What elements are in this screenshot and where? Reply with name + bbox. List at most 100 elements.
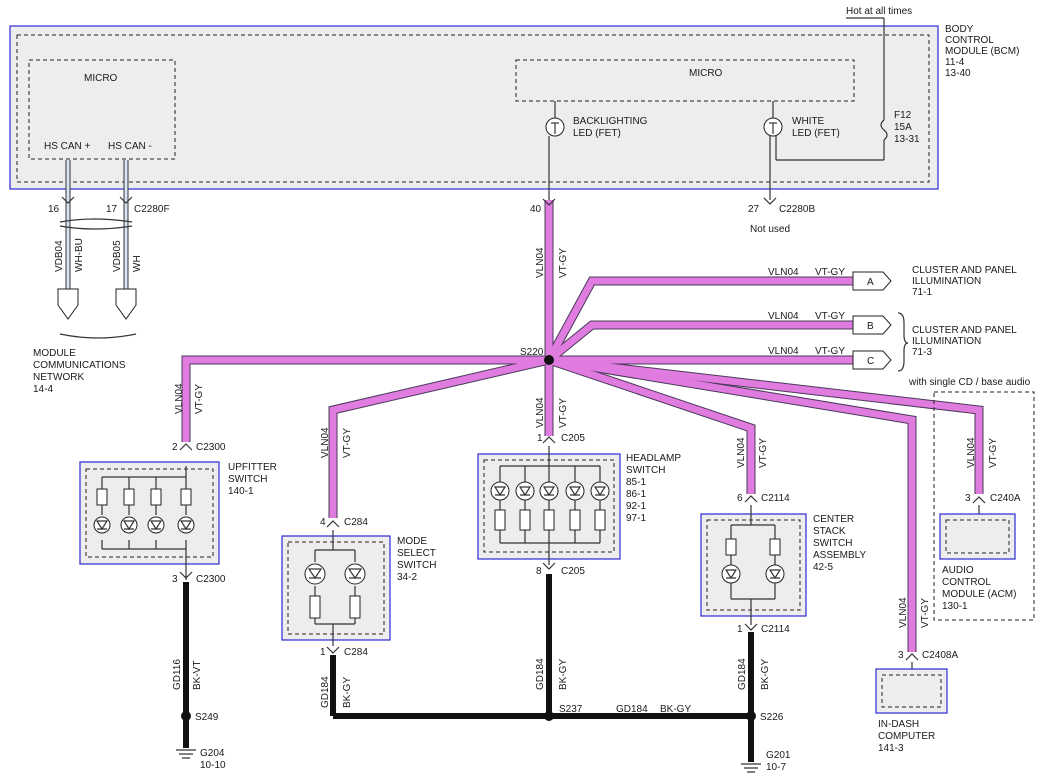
pin-27: 27 (748, 204, 760, 215)
bcm-name-4: 11-4 (945, 57, 965, 68)
headlamp-pin-top: 1 (537, 433, 543, 444)
upfitter-wire-color: VT-GY (194, 384, 205, 414)
connector-c2280f: C2280F (134, 204, 170, 215)
center-conn-bot: C2114 (761, 624, 790, 635)
audio-control-module: 3 C240A AUDIO CONTROL MODULE (ACM) 130-1 (939, 493, 1021, 612)
headlamp-ground-wire-label: GD184 (535, 658, 546, 690)
wire-wh-bu: WH-BU (74, 238, 85, 272)
headlamp-resistor-5-icon (594, 509, 606, 531)
upfitter-led-4-icon (177, 516, 195, 534)
mode-conn-top: C284 (344, 517, 368, 528)
headlamp-wire-color: VT-GY (558, 398, 569, 428)
mode-led-1-icon (304, 563, 326, 585)
mode-ground-wire-label: GD184 (320, 676, 331, 708)
pin-17: 17 (106, 204, 118, 215)
center-vt-wire (547, 356, 755, 494)
center-name-1: CENTER (813, 514, 854, 525)
cluster-2-name-1: CLUSTER AND PANEL (912, 325, 1017, 336)
mode-conn-bot: C284 (344, 647, 368, 658)
bcm-box (9, 25, 939, 190)
mode-pin-top: 4 (320, 517, 326, 528)
output-a-wire (545, 277, 853, 362)
acm-wire-color: VT-GY (988, 438, 999, 468)
bcm-name-1: BODY (945, 24, 974, 35)
upfitter-box (79, 461, 220, 565)
mode-wire-circuit: VLN04 (320, 427, 331, 458)
network-name-3: NETWORK (33, 372, 84, 383)
center-wiring (730, 505, 776, 625)
output-bc-brace-icon (897, 312, 909, 372)
micro-right-box (515, 59, 855, 102)
mode-top-chevron (326, 520, 340, 528)
output-a-letter: A (867, 277, 874, 288)
indash-name-2: COMPUTER (878, 731, 935, 742)
output-b-letter: B (867, 321, 874, 332)
mode-resistor-1-icon (309, 595, 321, 619)
hs-can-minus-label: HS CAN - (108, 141, 152, 152)
fuse-icon (880, 119, 888, 141)
headlamp-wiring (499, 446, 601, 565)
ground-g201-ref: 10-7 (766, 762, 786, 773)
output-b: VLN04 VT-GY B (768, 311, 892, 335)
mode-box (281, 535, 391, 641)
center-resistor-2-icon (769, 538, 781, 556)
can-plus-terminal-icon (57, 288, 79, 320)
headlamp-wire-circuit: VLN04 (535, 397, 546, 428)
center-top-chevron (744, 495, 758, 503)
center-pin-top: 6 (737, 493, 743, 504)
center-name-5: 42-5 (813, 562, 833, 573)
upfitter-bottom-chevron (179, 571, 193, 579)
upfitter-resistor-2-icon (123, 488, 135, 506)
wire-vdb05: VDB05 (112, 240, 123, 272)
mode-name-2: SELECT (397, 548, 436, 559)
backlighting-label: BACKLIGHTING (573, 116, 648, 127)
headlamp-conn-bot: C205 (561, 566, 585, 577)
output-a-color: VT-GY (815, 267, 845, 278)
acm-chevron (972, 496, 986, 504)
connector-27-chevron (763, 197, 777, 205)
mode-vt-wire (329, 356, 550, 518)
headlamp-led-5-icon (590, 481, 610, 501)
ground-g201-icon (741, 763, 761, 773)
can-bus: 16 17 C2280F VDB04 WH-BU VDB05 WH MODULE… (33, 160, 170, 395)
network-brace-icon (59, 333, 137, 339)
upfitter-name-2: SWITCH (228, 474, 267, 485)
headlamp-ref-4: 97-1 (626, 513, 646, 524)
upfitter-bus-bottom (101, 540, 187, 580)
output-b-wire-outline (546, 320, 853, 364)
white-led-sub: LED (FET) (792, 128, 840, 139)
upfitter-bus-top (101, 466, 187, 489)
pin-40: 40 (530, 204, 542, 215)
backlighting-sub: LED (FET) (573, 128, 621, 139)
headlamp-resistor-3-icon (543, 509, 555, 531)
connector-16-chevron (61, 196, 75, 204)
center-pin-bot: 1 (737, 624, 743, 635)
indash-dashed (881, 674, 942, 708)
main-wire-color: VT-GY (558, 248, 569, 278)
hot-label: Hot at all times (846, 6, 912, 17)
headlamp-led-4-icon (565, 481, 585, 501)
can-minus-terminal-icon (115, 288, 137, 320)
acm-name-2: CONTROL (942, 577, 991, 588)
upfitter-ground-wire-label: GD116 (172, 659, 183, 690)
center-stack-switch: 6 C2114 CENTER STACK SWITCH ASSEMBLY 42-… (700, 493, 866, 635)
headlamp-name-1: HEADLAMP (626, 453, 681, 464)
splice-s237-label: S237 (559, 704, 583, 715)
upfitter-conn-top: C2300 (196, 442, 226, 453)
mode-wiring (314, 530, 356, 646)
network-name-4: 14-4 (33, 384, 53, 395)
headlamp-resistor-1-icon (494, 509, 506, 531)
fuse-name: F12 (894, 110, 912, 121)
mode-name-3: SWITCH (397, 560, 436, 571)
cluster-1-name-1: CLUSTER AND PANEL (912, 265, 1017, 276)
mode-name-4: 34-2 (397, 572, 417, 583)
upfitter-wire-circuit: VLN04 (174, 383, 185, 414)
headlamp-ref-3: 92-1 (626, 501, 646, 512)
upfitter-conn-bot: C2300 (196, 574, 226, 585)
headlamp-ground-color: BK-GY (558, 659, 569, 690)
center-led-2-icon (765, 564, 785, 584)
upfitter-leads (101, 505, 187, 515)
audio-option-note: with single CD / base audio (908, 377, 1031, 388)
output-a-circuit: VLN04 (768, 267, 799, 278)
